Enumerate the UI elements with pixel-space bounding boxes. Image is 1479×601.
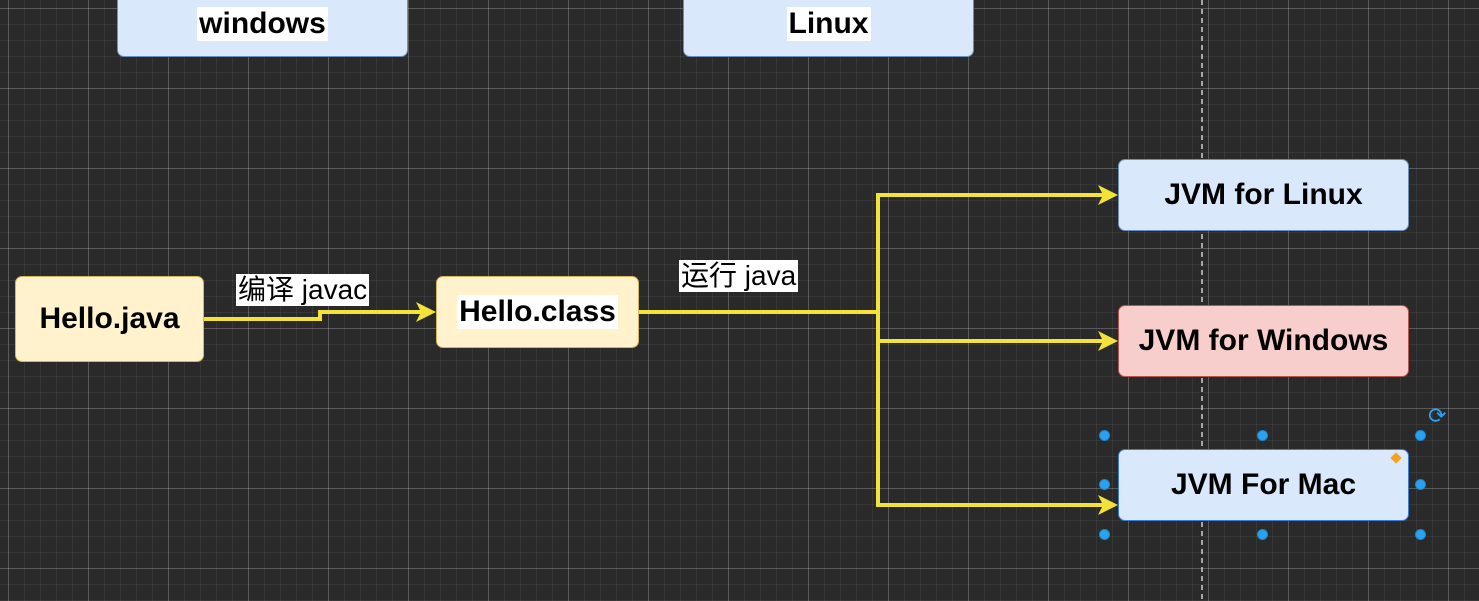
- jvm-linux-label: JVM for Linux: [1164, 178, 1363, 211]
- resize-handle-bottom-right[interactable]: [1415, 529, 1426, 540]
- linux-node[interactable]: Linux: [683, 0, 974, 57]
- run-edge-label: 运行 java: [679, 260, 799, 292]
- jvm-windows-node[interactable]: JVM for Windows: [1118, 305, 1409, 377]
- resize-handle-bottom-left[interactable]: [1099, 529, 1110, 540]
- windows-node-label: windows: [197, 7, 328, 41]
- compile-edge[interactable]: [204, 310, 425, 321]
- compile-edge-label: 编译 javac: [236, 274, 370, 306]
- hello-class-label: Hello.class: [457, 295, 618, 329]
- rotate-icon[interactable]: ⟳: [1428, 404, 1447, 429]
- windows-arrowhead: [1098, 331, 1118, 351]
- hello-java-node[interactable]: Hello.java: [15, 276, 204, 362]
- windows-node[interactable]: windows: [117, 0, 408, 57]
- resize-handle-top-left[interactable]: [1099, 430, 1110, 441]
- linux-arrowhead: [1098, 185, 1118, 205]
- linux-node-label: Linux: [786, 7, 871, 41]
- hello-java-label: Hello.java: [39, 302, 180, 335]
- hello-class-node[interactable]: Hello.class: [436, 276, 639, 348]
- resize-handle-top[interactable]: [1257, 430, 1268, 441]
- resize-handle-right[interactable]: [1415, 479, 1426, 490]
- mac-arrowhead: [1098, 495, 1118, 515]
- resize-handle-top-right[interactable]: [1415, 430, 1426, 441]
- jvm-mac-label: JVM For Mac: [1170, 468, 1357, 501]
- jvm-windows-label: JVM for Windows: [1138, 324, 1389, 357]
- resize-handle-bottom[interactable]: [1257, 529, 1268, 540]
- jvm-mac-node[interactable]: JVM For Mac: [1118, 449, 1409, 521]
- jvm-linux-node[interactable]: JVM for Linux: [1118, 159, 1409, 231]
- compile-arrowhead: [416, 302, 436, 322]
- resize-handle-left[interactable]: [1099, 479, 1110, 490]
